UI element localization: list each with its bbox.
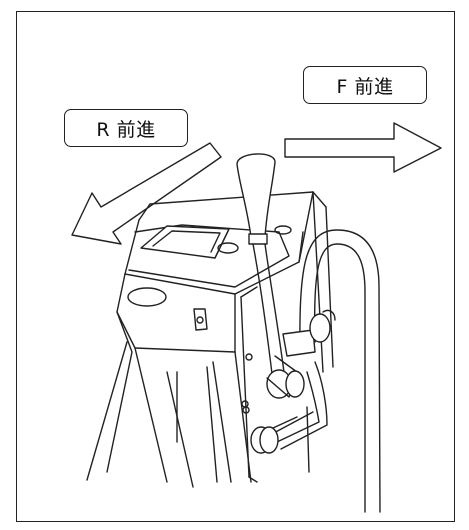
reverse-label: R 前進 <box>64 109 188 147</box>
machine-illustration <box>71 122 442 513</box>
handrail <box>250 229 381 513</box>
machine-body <box>86 191 334 488</box>
illustration-frame: F 前進 R 前進 <box>16 11 455 522</box>
lever-grip <box>236 153 276 238</box>
gear-lever <box>236 153 305 414</box>
forward-label: F 前進 <box>303 66 427 104</box>
arrow-right-icon <box>284 122 442 173</box>
arrow-down-left-icon <box>71 142 222 245</box>
